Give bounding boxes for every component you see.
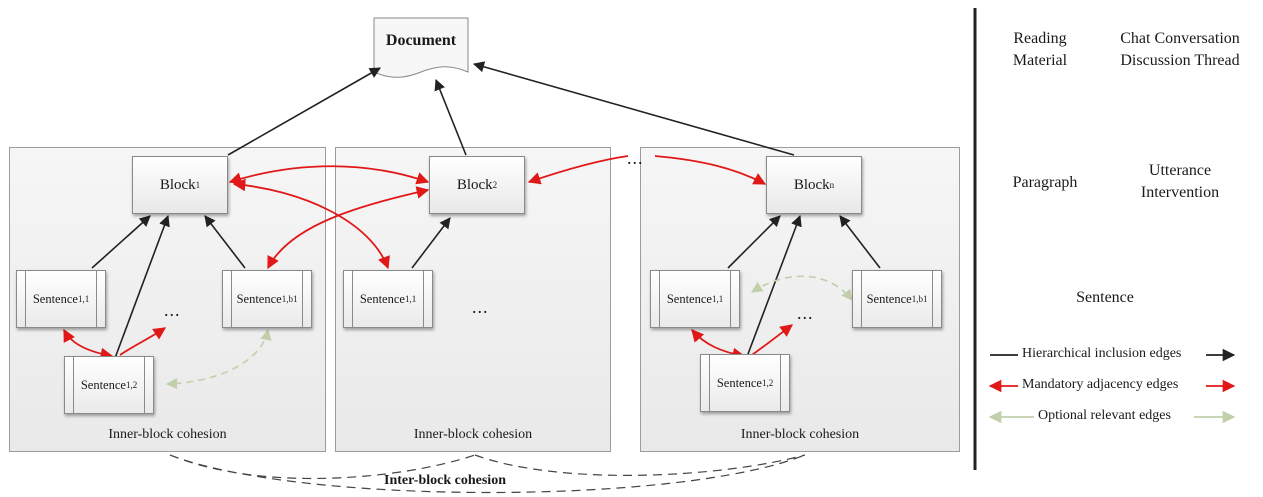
block-label: Block (159, 176, 196, 193)
sentence-label: Sentence (866, 291, 912, 306)
sentence-subscript: 1,1 (711, 294, 724, 304)
label-line: Material (1012, 52, 1068, 69)
document-label: Document (385, 32, 457, 49)
label-line: Intervention (1140, 184, 1220, 201)
panel-caption: Inner-block cohesion (108, 427, 227, 442)
sentence-subscript: 1,1 (404, 294, 417, 304)
label-line: Chat Conversation (1120, 30, 1240, 47)
sentence-label: Sentence (666, 291, 712, 306)
block-subscript: 2 (492, 180, 498, 190)
sentence-subscript: 1,1 (77, 294, 90, 304)
label-line: Sentence (1076, 289, 1134, 306)
legend-mandatory: Mandatory adjacency edges (1022, 377, 1179, 392)
legend-optional: Optional relevant edges (1038, 408, 1171, 423)
label-line: Discussion Thread (1120, 52, 1240, 69)
sentence-subscript: 1,2 (125, 380, 138, 390)
label-line: Paragraph (1012, 174, 1078, 191)
panel-caption: Inner-block cohesion (413, 427, 533, 442)
panel-caption: Inner-block cohesion (740, 427, 860, 442)
block-label: Block (793, 176, 830, 193)
legend-lines (988, 348, 1236, 424)
inter-block-label: Inter-block cohesion (384, 473, 506, 488)
label-utterance-intervention: Utterance Intervention (1110, 160, 1250, 204)
sentence-label: Sentence (236, 291, 282, 306)
document-shape (373, 17, 469, 78)
inter-block-edges (169, 454, 806, 494)
sentence-subscript: 1,2 (761, 378, 774, 388)
label-line: Utterance (1148, 162, 1212, 179)
label-chat-conversation: Chat Conversation Discussion Thread (1100, 28, 1260, 72)
label-line: Reading (1013, 30, 1067, 47)
block-subscript: n (829, 180, 835, 190)
sentence-subscript: 1,b1 (911, 294, 928, 304)
label-reading-material: Reading Material (990, 28, 1090, 72)
block-subscript: 1 (195, 180, 201, 190)
sentence-subscript: 1,b1 (281, 294, 298, 304)
label-paragraph: Paragraph (990, 172, 1100, 194)
sentence-label: Sentence (80, 377, 126, 392)
sentence-label: Sentence (359, 291, 405, 306)
mandatory-edges (63, 155, 794, 361)
ellipsis-blocks: ... (627, 148, 644, 168)
optional-edges (165, 275, 853, 390)
sentence-label: Sentence (32, 291, 78, 306)
ellipsis-pn: ... (797, 303, 814, 323)
legend-hierarchical: Hierarchical inclusion edges (1022, 346, 1182, 361)
label-sentence: Sentence (1050, 287, 1160, 309)
block-label: Block (456, 176, 493, 193)
ellipsis-p1: ... (164, 300, 181, 320)
ellipsis-p2: ... (472, 297, 489, 317)
sentence-label: Sentence (716, 375, 762, 390)
